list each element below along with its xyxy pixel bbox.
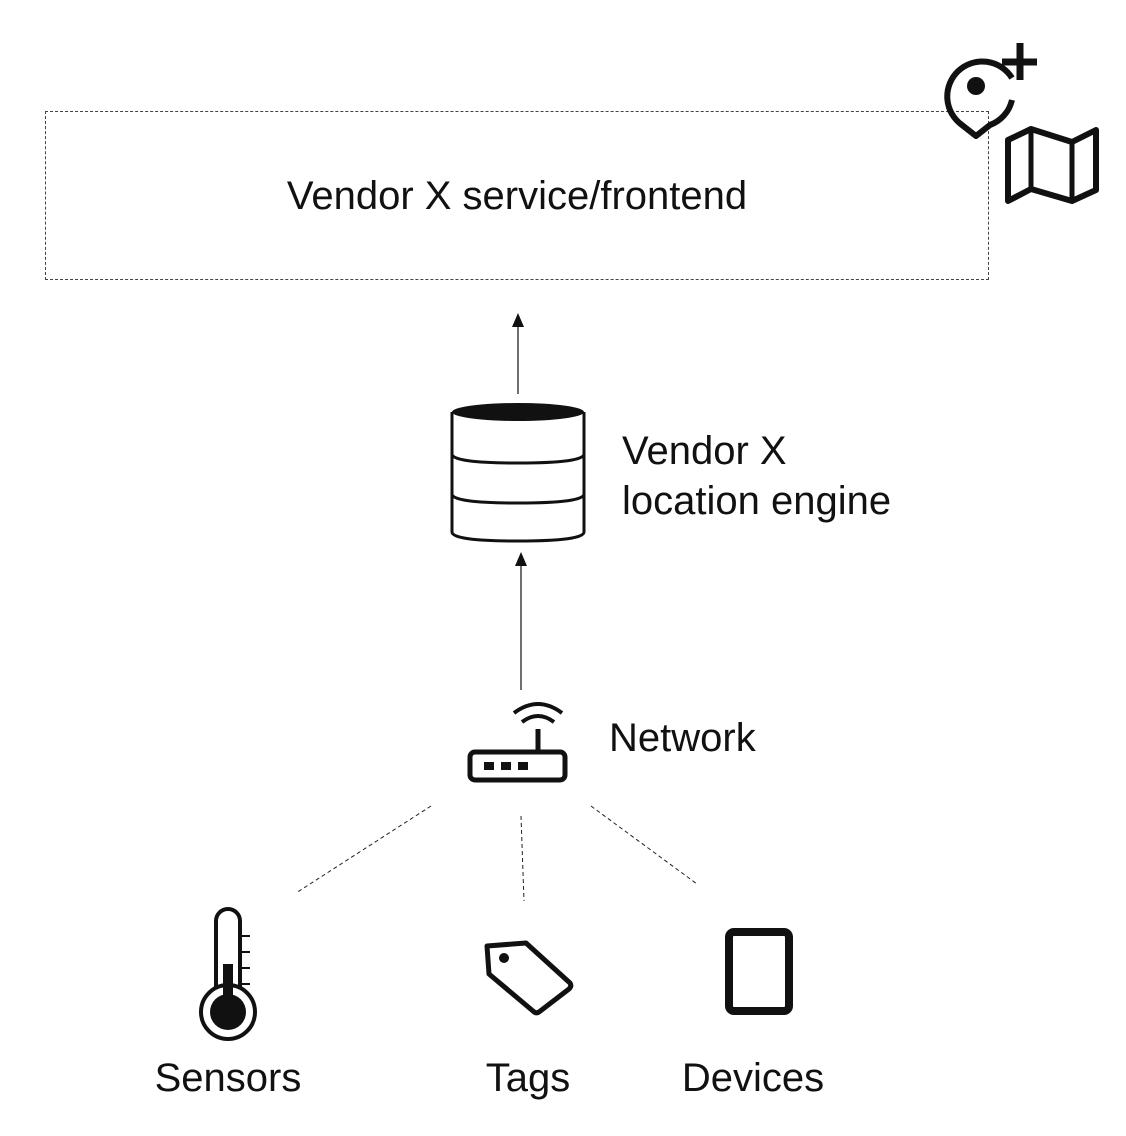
devices-label: Devices [681, 1056, 825, 1100]
thermometer-icon [199, 907, 257, 1041]
database-icon [450, 403, 586, 543]
network-label: Network [609, 716, 756, 760]
location-engine-label-line2: location engine [622, 479, 892, 523]
frontend-label: Vendor X service/frontend [286, 174, 748, 218]
map-pin-plus-icon [944, 43, 1037, 139]
sensors-label: Sensors [154, 1056, 302, 1100]
link-tags [520, 815, 525, 902]
location-engine-label: Vendor X location engine [622, 426, 891, 526]
arrowhead-top [512, 313, 524, 327]
map-icon [1005, 126, 1099, 204]
location-engine-label-line1: Vendor X [622, 429, 787, 473]
tag-icon [484, 940, 574, 1016]
link-sensors [295, 805, 432, 894]
frontend-box [45, 111, 989, 280]
wifi-router-icon [467, 702, 568, 783]
link-devices [590, 805, 698, 885]
tags-label: Tags [485, 1056, 571, 1100]
arrowhead-middle [515, 552, 527, 566]
tablet-icon [725, 928, 793, 1015]
